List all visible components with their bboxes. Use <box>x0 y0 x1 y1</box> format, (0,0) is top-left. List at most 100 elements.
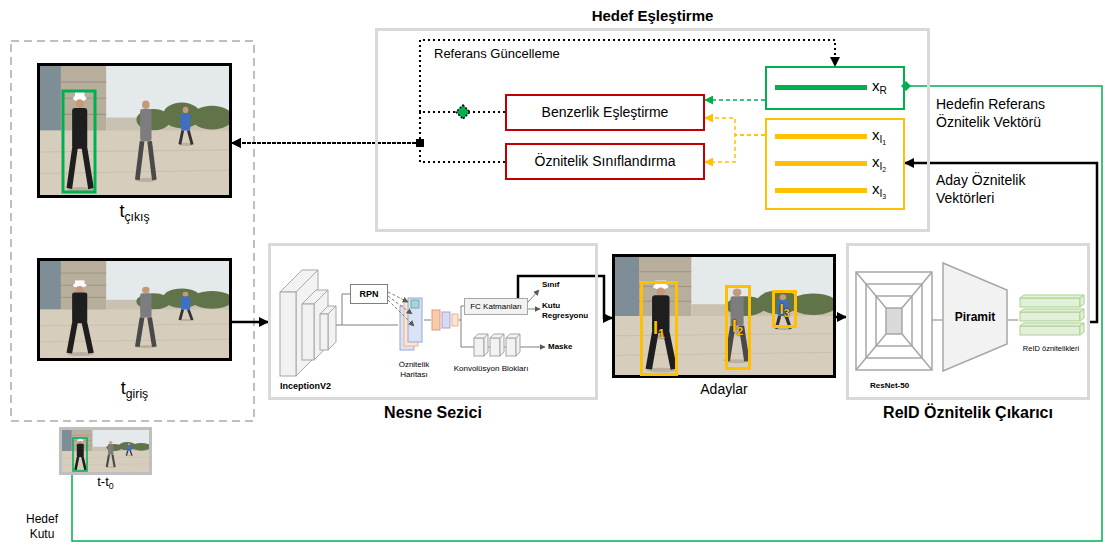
resnet-symbol <box>856 272 932 370</box>
connector <box>836 316 846 319</box>
inception-backbone <box>302 304 314 360</box>
reid-feature-bars <box>1020 295 1084 298</box>
conv-blocks <box>506 338 516 356</box>
feature-map <box>452 314 458 326</box>
candidate-number: I2 <box>732 317 743 337</box>
detector-lines <box>528 309 540 310</box>
video-frame <box>62 430 151 472</box>
inception-backbone <box>280 292 296 376</box>
target-box <box>63 91 95 471</box>
annotation: Hedef Kutu <box>20 512 64 542</box>
candidate-box: I1 <box>640 281 678 376</box>
reid-feature-bars <box>1020 312 1080 321</box>
resnet-symbol <box>902 272 932 308</box>
frame-label: tçıkış <box>0 201 349 223</box>
candidate-vector-box: xI1xI2xI3 <box>765 118 905 210</box>
detector-lines <box>932 320 942 321</box>
subscript: çıkış <box>124 210 149 224</box>
feature-map <box>411 300 419 308</box>
detector-lines <box>461 320 474 347</box>
subscript: 1 <box>658 326 665 340</box>
reid-feature-bars <box>1080 295 1084 307</box>
part-name: Konvolüsyon Blokları <box>446 364 536 374</box>
inception-backbone <box>314 290 328 360</box>
subscript: 0 <box>109 481 114 491</box>
inception-backbone <box>328 306 336 350</box>
conv-blocks <box>474 334 520 356</box>
detector-lines <box>528 290 539 302</box>
inception-backbone <box>320 314 328 350</box>
video-frame <box>40 66 837 472</box>
target-box <box>63 91 95 192</box>
decision-diamond <box>456 105 470 119</box>
node-label: FC Katmanları <box>470 302 522 312</box>
feature-map <box>408 298 422 342</box>
feature-vector-bar <box>775 85 867 193</box>
output-name: Kutu Regresyonu <box>542 301 592 321</box>
feature-map <box>432 310 440 330</box>
layer-box: FC Katmanları <box>464 298 528 315</box>
process-box: Öznitelik Sınıflandırma <box>505 143 705 180</box>
connector <box>705 135 765 162</box>
rpn-box: RPN <box>350 284 388 304</box>
subscript: 3 <box>882 193 886 200</box>
subscript: 2 <box>882 166 886 173</box>
annotation: Aday Öznitelik Vektörleri <box>936 172 1056 207</box>
candidate-number: I3 <box>780 300 790 318</box>
frame-label: t-t0 <box>0 474 269 490</box>
reference-vector-box: xR <box>765 66 905 110</box>
conv-blocks <box>516 334 520 356</box>
resnet-symbol <box>902 334 932 370</box>
vector-symbol: xI2 <box>872 153 886 171</box>
video-frame <box>40 261 233 358</box>
resnet-symbol <box>856 272 886 308</box>
conv-blocks <box>490 338 500 356</box>
reid-feature-bars <box>1020 309 1084 312</box>
part-name: ReID öznitelikleri <box>1016 344 1086 353</box>
dashed-frame <box>11 41 254 421</box>
reid-feature-bars <box>1020 295 1084 335</box>
target-box <box>73 438 87 471</box>
junction-dot <box>416 139 424 147</box>
node-label: RPN <box>359 289 378 300</box>
pyramid-shape: Piramit <box>942 262 1008 372</box>
reid-feature-bars <box>1020 326 1080 335</box>
inception-backbone <box>280 270 336 376</box>
detector-lines <box>520 347 545 348</box>
part-name: ResNet-50 <box>870 381 909 391</box>
subscript: 2 <box>737 326 743 338</box>
panel: ReID Öznitelik ÇıkarıcıPiramit <box>846 243 1090 400</box>
conv-blocks <box>474 338 484 356</box>
connector <box>705 118 765 135</box>
detector-lines <box>342 294 350 325</box>
annotation: Hedefin Referans Öznitelik Vektörü <box>936 96 1086 131</box>
subscript: I3 <box>880 188 887 199</box>
feature-map <box>442 312 450 328</box>
panel-title: Hedef Eşleştirme <box>258 7 1047 25</box>
connector <box>232 321 268 324</box>
output-name: Maske <box>548 342 572 352</box>
candidate-number: I1 <box>653 318 665 340</box>
subscript: I2 <box>880 161 887 172</box>
detector-lines <box>424 320 431 321</box>
vector-symbol: xI3 <box>872 180 886 198</box>
detector-lines <box>1008 320 1018 321</box>
subscript: 3 <box>784 308 790 319</box>
connector <box>72 86 1102 541</box>
reid-feature-bars <box>1020 298 1080 307</box>
node-label: Öznitelik Sınıflandırma <box>535 153 676 170</box>
panel-title: Nesne Sezici <box>151 403 715 422</box>
node-label: Benzerlik Eşleştirme <box>542 104 669 121</box>
part-name: Öznitelik Haritası <box>392 360 436 380</box>
resnet-symbol <box>856 272 932 370</box>
video-frame: t-t0 <box>59 427 152 475</box>
connector-label: Referans Güncelleme <box>432 46 562 62</box>
process-box: Benzerlik Eşleştirme <box>505 94 705 131</box>
conv-blocks <box>500 334 504 356</box>
video-frame: tgiriş <box>37 258 232 361</box>
reid-feature-bars <box>1080 323 1084 335</box>
candidate-box: I3 <box>772 290 797 328</box>
